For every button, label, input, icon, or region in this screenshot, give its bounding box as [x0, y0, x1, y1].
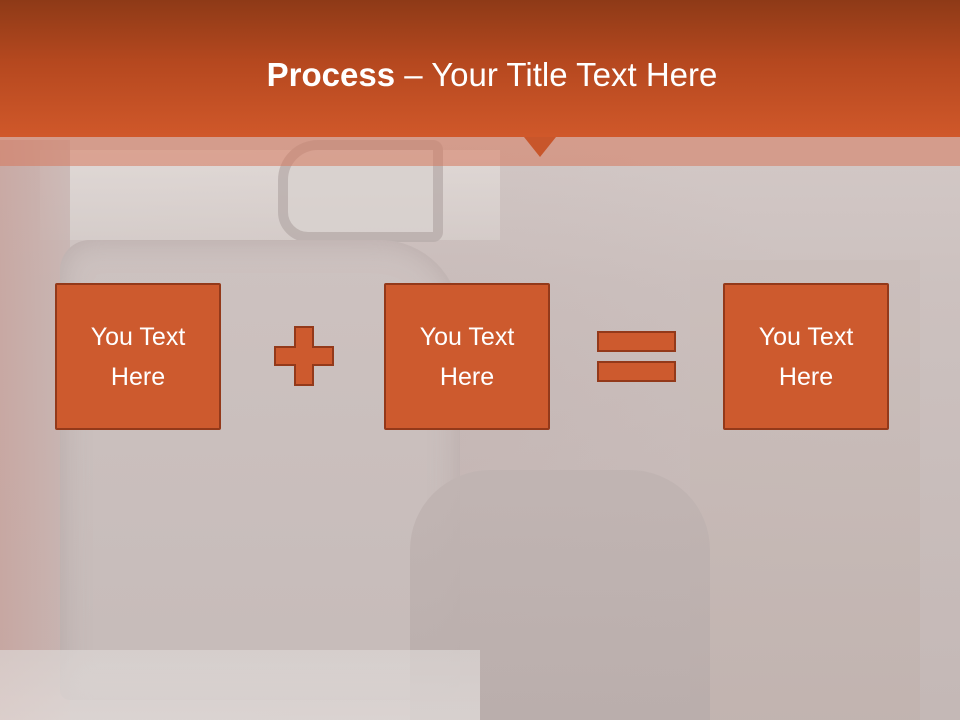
slide-title-rest: – Your Title Text Here — [395, 56, 718, 93]
plus-icon — [274, 326, 334, 386]
process-box-2-text: You Text Here — [419, 322, 515, 391]
ground-view — [0, 650, 480, 720]
slide-title-bold: Process — [266, 56, 396, 93]
process-box-3[interactable]: You Text Here — [723, 283, 889, 430]
title-bar-notch — [524, 137, 556, 157]
process-box-2[interactable]: You Text Here — [384, 283, 550, 430]
title-bar-band — [0, 137, 960, 166]
process-box-3-text: You Text Here — [758, 322, 854, 391]
equals-icon — [597, 331, 676, 382]
title-bar — [0, 0, 960, 137]
slide-title[interactable]: Process – Your Title Text Here — [0, 53, 960, 97]
process-box-1-text: You Text Here — [90, 322, 186, 391]
process-box-1[interactable]: You Text Here — [55, 283, 221, 430]
car-door-edge — [0, 140, 70, 720]
